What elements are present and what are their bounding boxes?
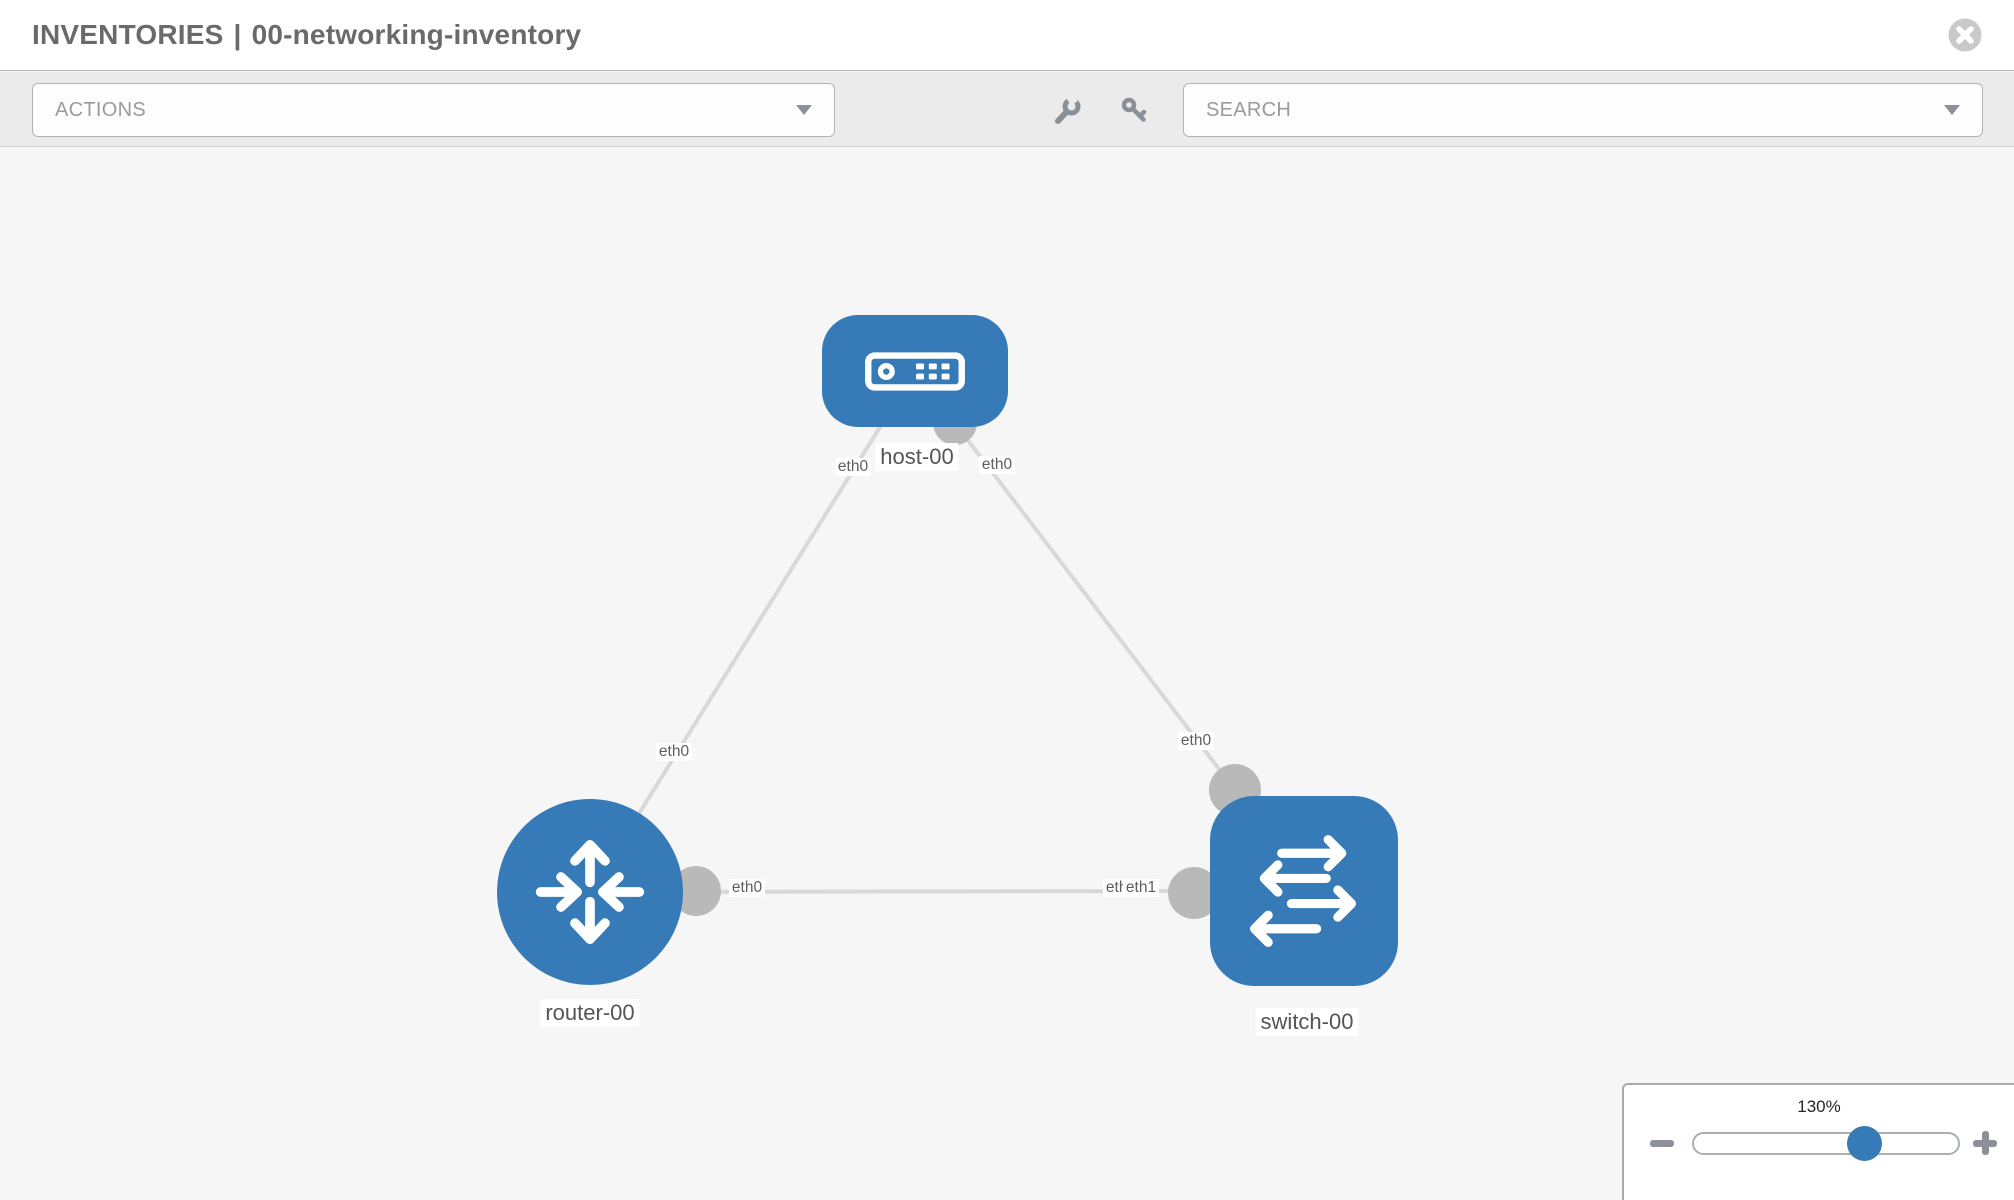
page-title-separator: |: [233, 19, 242, 50]
page-title: INVENTORIES | 00-networking-inventory: [32, 19, 581, 51]
panel-header: INVENTORIES | 00-networking-inventory: [0, 0, 2014, 71]
zoom-in-button[interactable]: [1973, 1131, 1997, 1155]
server-icon: [864, 350, 966, 393]
search-dropdown[interactable]: SEARCH: [1183, 83, 1983, 137]
zoom-slider-thumb[interactable]: [1847, 1126, 1882, 1161]
key-button[interactable]: [1120, 96, 1150, 126]
page-title-inventory-name: 00-networking-inventory: [251, 19, 582, 50]
zoom-slider[interactable]: [1692, 1132, 1960, 1155]
chevron-down-icon: [796, 105, 812, 115]
zoom-out-button[interactable]: [1650, 1140, 1674, 1147]
chevron-down-icon: [1944, 105, 1960, 115]
actions-dropdown-label: ACTIONS: [55, 98, 146, 121]
wrench-icon: [1055, 93, 1081, 124]
switch-arrows-icon: [1243, 827, 1365, 955]
page-title-section: INVENTORIES: [32, 19, 224, 50]
close-button[interactable]: [1948, 18, 1982, 52]
x-circle-icon: [1948, 18, 1982, 52]
zoom-panel: 130%: [1622, 1083, 2014, 1200]
search-dropdown-label: SEARCH: [1206, 98, 1292, 121]
actions-dropdown[interactable]: ACTIONS: [32, 83, 835, 137]
router-arrows-icon: [531, 833, 649, 951]
wrench-button[interactable]: [1052, 93, 1082, 126]
zoom-level-label: 130%: [1797, 1097, 1841, 1116]
toolbar: ACTIONS SEARCH: [0, 72, 2014, 147]
node-host-00[interactable]: [822, 315, 1008, 427]
node-router-00[interactable]: [497, 799, 683, 985]
key-icon: [1121, 97, 1147, 122]
node-switch-00[interactable]: [1210, 796, 1398, 986]
